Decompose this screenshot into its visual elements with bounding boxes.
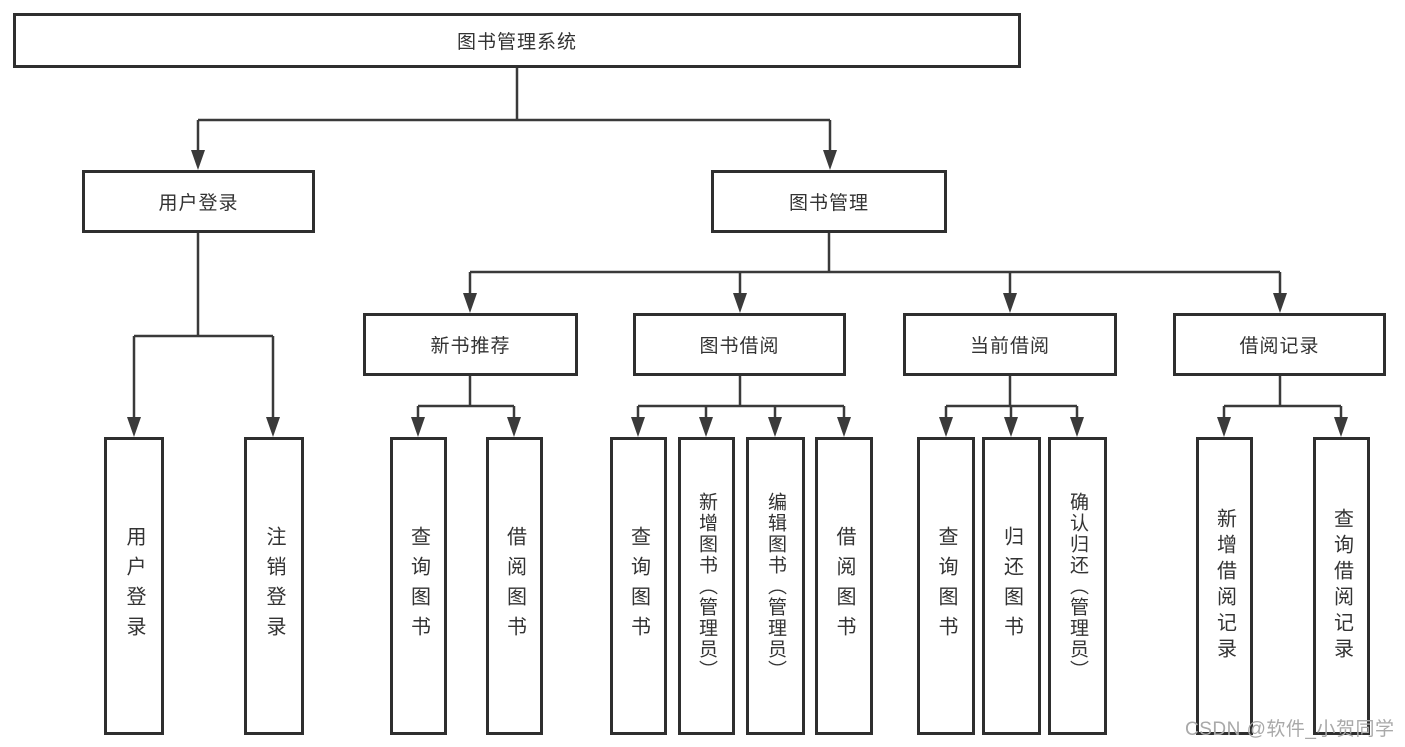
leaf-logout-label: 注销登录 [263, 526, 285, 646]
arrowheads [127, 150, 1348, 437]
leaf-newbook-query-books: 查询图书 [390, 437, 447, 735]
leaf-newbook-borrow-books: 借阅图书 [486, 437, 543, 735]
leaf-records-query-record-label: 查询借阅记录 [1330, 508, 1353, 664]
leaf-current-query-books: 查询图书 [917, 437, 975, 735]
leaf-borrow-borrow-books: 借阅图书 [815, 437, 873, 735]
leaf-borrow-query-books: 查询图书 [610, 437, 667, 735]
leaf-user-login-label: 用户登录 [123, 526, 145, 646]
leaf-current-query-books-label: 查询图书 [935, 526, 957, 646]
node-book-management: 图书管理 [711, 170, 947, 233]
leaf-current-confirm-return-admin: 确认归还（管理员） [1048, 437, 1107, 735]
leaf-logout: 注销登录 [244, 437, 304, 735]
leaf-borrow-borrow-books-label: 借阅图书 [833, 526, 855, 646]
node-new-book-recommend: 新书推荐 [363, 313, 578, 376]
leaf-borrow-query-books-label: 查询图书 [627, 526, 650, 646]
leaf-newbook-query-books-label: 查询图书 [407, 526, 430, 646]
leaf-borrow-edit-books-admin-label: 编辑图书（管理员） [765, 491, 786, 681]
leaf-current-confirm-return-admin-label: 确认归还（管理员） [1067, 491, 1088, 681]
node-book-borrow: 图书借阅 [633, 313, 846, 376]
leaf-newbook-borrow-books-label: 借阅图书 [503, 526, 526, 646]
node-user-login: 用户登录 [82, 170, 315, 233]
leaf-borrow-add-books-admin: 新增图书（管理员） [678, 437, 735, 735]
leaf-borrow-edit-books-admin: 编辑图书（管理员） [746, 437, 805, 735]
csdn-watermark: CSDN @软件_小贺同学 [1185, 719, 1395, 740]
node-borrow-records: 借阅记录 [1173, 313, 1386, 376]
leaf-user-login: 用户登录 [104, 437, 164, 735]
leaf-records-add-record-label: 新增借阅记录 [1213, 508, 1236, 664]
leaf-current-return-books: 归还图书 [982, 437, 1041, 735]
leaf-borrow-add-books-admin-label: 新增图书（管理员） [696, 491, 717, 681]
leaf-current-return-books-label: 归还图书 [1000, 526, 1023, 646]
node-current-borrow: 当前借阅 [903, 313, 1117, 376]
node-root: 图书管理系统 [13, 13, 1021, 68]
leaf-records-query-record: 查询借阅记录 [1313, 437, 1370, 735]
leaf-records-add-record: 新增借阅记录 [1196, 437, 1253, 735]
